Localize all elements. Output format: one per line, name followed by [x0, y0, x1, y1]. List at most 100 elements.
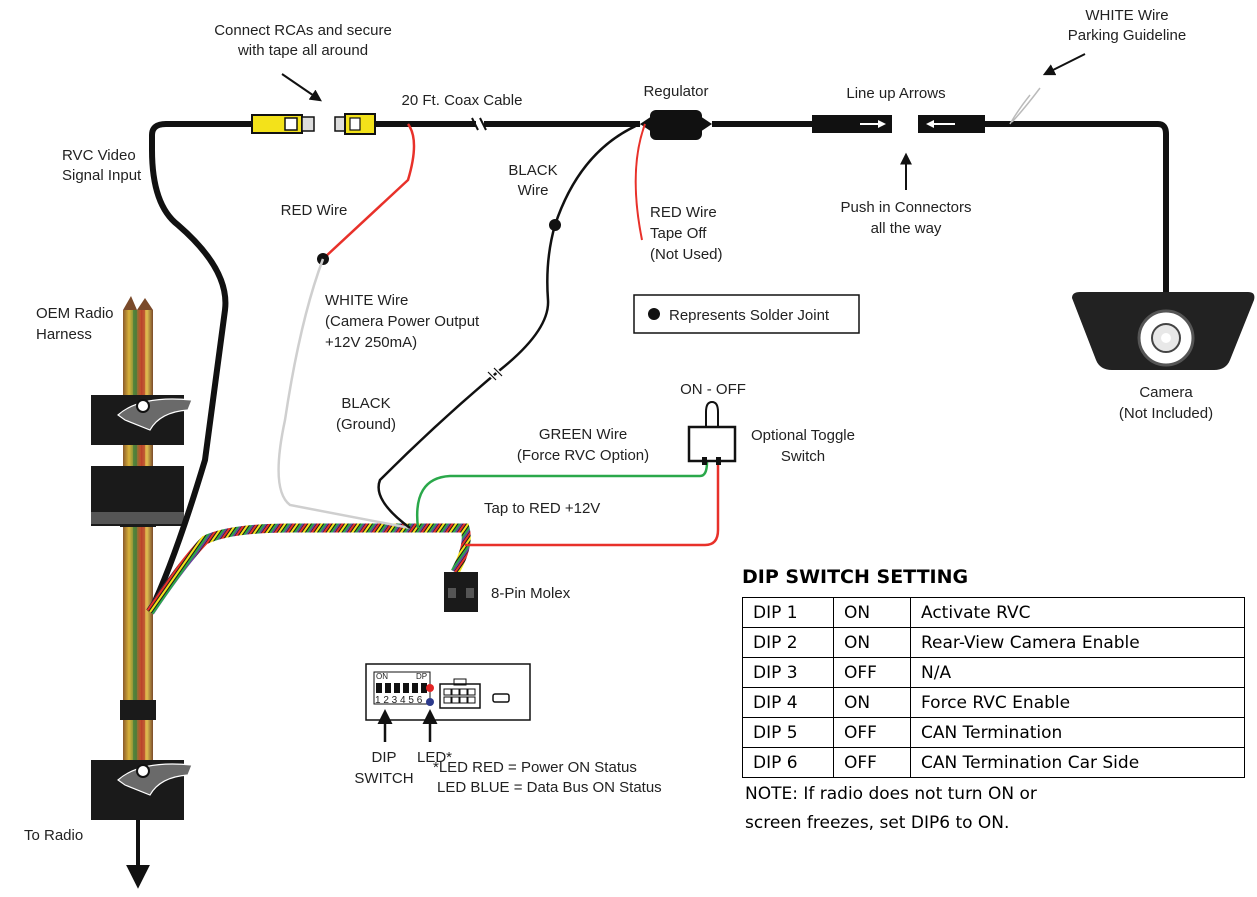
toggle-label: Optional Toggle Switch — [751, 427, 855, 465]
svg-text:Tape Off: Tape Off — [650, 225, 707, 242]
rvc-video-cable — [147, 121, 252, 614]
dip-function-cell: N/A — [910, 657, 1245, 688]
regulator — [640, 110, 712, 140]
black-ground-wire — [377, 122, 641, 530]
black-wire-label: BLACK Wire — [508, 162, 557, 199]
svg-text:all the way: all the way — [871, 220, 942, 237]
rvc-input-label: RVC Video Signal Input — [62, 147, 142, 184]
svg-text:Wire: Wire — [518, 182, 549, 199]
push-in-label: Push in Connectors all the way — [841, 199, 972, 237]
toggle-switch — [687, 400, 737, 465]
dip-state-cell: OFF — [833, 747, 911, 778]
module-on-label: ON — [376, 672, 388, 681]
svg-text:Switch: Switch — [781, 448, 825, 465]
svg-text:SWITCH: SWITCH — [354, 770, 413, 787]
svg-text:OEM Radio: OEM Radio — [36, 305, 114, 322]
line-up-label: Line up Arrows — [846, 85, 945, 102]
coax-break — [471, 117, 487, 131]
harness-connector-top — [91, 395, 193, 445]
dip-function-cell: CAN Termination Car Side — [910, 747, 1245, 778]
dip-number-cell: DIP 1 — [742, 597, 834, 628]
svg-text:BLACK: BLACK — [508, 162, 557, 179]
led-blue — [426, 698, 434, 706]
red-tape-off-label: RED Wire Tape Off (Not Used) — [650, 204, 723, 263]
rca-connector-male — [334, 113, 376, 135]
tap-red-label: Tap to RED +12V — [484, 500, 600, 517]
solder-legend: Represents Solder Joint — [633, 294, 860, 334]
module-dp-label: DP — [416, 672, 427, 681]
dip-number-cell: DIP 5 — [742, 717, 834, 748]
dip-state-cell: ON — [833, 627, 911, 658]
svg-text:WHITE Wire: WHITE Wire — [1085, 7, 1168, 24]
solder-legend-text: Represents Solder Joint — [669, 307, 830, 324]
dip-state-cell: OFF — [833, 657, 911, 688]
svg-text:WHITE Wire: WHITE Wire — [325, 292, 408, 309]
connect-rcas-arrow — [281, 73, 322, 102]
oem-radio-label: OEM Radio Harness — [36, 305, 114, 343]
svg-text:(Force RVC Option): (Force RVC Option) — [517, 447, 649, 464]
dip-state-cell: ON — [833, 597, 911, 628]
on-off-label: ON - OFF — [680, 381, 746, 398]
svg-text:RVC Video: RVC Video — [62, 147, 136, 164]
connector-left — [812, 115, 892, 133]
dip-state-cell: ON — [833, 687, 911, 718]
green-wire-label: GREEN Wire (Force RVC Option) — [517, 426, 649, 464]
twisted-harness-cable — [146, 523, 471, 615]
dip-function-cell: Activate RVC — [910, 597, 1245, 628]
svg-text:RED Wire: RED Wire — [650, 204, 717, 221]
svg-text:Connect RCAs and secure: Connect RCAs and secure — [214, 22, 392, 39]
oem-radio-harness — [120, 296, 156, 830]
led-label: LED* — [417, 749, 452, 766]
dip-number-cell: DIP 2 — [742, 627, 834, 658]
dip-function-cell: CAN Termination — [910, 717, 1245, 748]
white-wire-label: WHITE Wire (Camera Power Output +12V 250… — [325, 292, 480, 351]
coax-label: 20 Ft. Coax Cable — [402, 92, 523, 109]
harness-connector-middle — [91, 466, 184, 526]
svg-text:Signal Input: Signal Input — [62, 167, 142, 184]
svg-text:Optional Toggle: Optional Toggle — [751, 427, 855, 444]
svg-text:Camera: Camera — [1139, 384, 1193, 401]
red-tap-wire — [465, 462, 720, 547]
svg-text:*LED RED = Power ON Status: *LED RED = Power ON Status — [433, 759, 637, 776]
dip-switch-label: DIP SWITCH — [354, 749, 413, 787]
dip-function-cell: Rear-View Camera Enable — [910, 627, 1245, 658]
svg-text:DIP: DIP — [371, 749, 396, 766]
dip-number-cell: DIP 4 — [742, 687, 834, 718]
black-wire-break-marks — [487, 367, 503, 381]
white-wire-parking-label: WHITE Wire Parking Guideline — [1068, 7, 1186, 44]
svg-text:Parking Guideline: Parking Guideline — [1068, 27, 1186, 44]
led-note: *LED RED = Power ON Status LED BLUE = Da… — [433, 759, 662, 796]
white-camera-power-wire — [277, 258, 411, 530]
svg-text:Harness: Harness — [36, 326, 92, 343]
red-power-wire — [323, 123, 416, 259]
dip-function-cell: Force RVC Enable — [910, 687, 1245, 718]
connect-rcas-label: Connect RCAs and secure with tape all ar… — [214, 22, 392, 59]
dip-table-title: DIP SWITCH SETTING — [742, 566, 969, 588]
interface-module: ON DP 1 2 3 4 5 6 — [365, 663, 531, 721]
svg-text:(Not Used): (Not Used) — [650, 246, 723, 263]
module-dip-numbers: 1 2 3 4 5 6 — [375, 695, 423, 706]
camera — [1072, 292, 1255, 370]
dip-state-cell: OFF — [833, 717, 911, 748]
connector-right — [918, 115, 985, 133]
svg-text:GREEN Wire: GREEN Wire — [539, 426, 627, 443]
svg-text:(Not Included): (Not Included) — [1119, 405, 1213, 422]
svg-text:BLACK: BLACK — [341, 395, 390, 412]
harness-connector-bottom — [91, 760, 193, 820]
svg-text:+12V 250mA): +12V 250mA) — [325, 334, 417, 351]
svg-text:Push in Connectors: Push in Connectors — [841, 199, 972, 216]
dip-number-cell: DIP 3 — [742, 657, 834, 688]
molex-label: 8-Pin Molex — [491, 585, 571, 602]
white-parking-wire — [1009, 87, 1041, 125]
red-wire-not-used — [634, 123, 646, 241]
svg-text:LED BLUE = Data Bus ON Status: LED BLUE = Data Bus ON Status — [437, 779, 662, 796]
white-wire-arrow — [1042, 53, 1086, 76]
